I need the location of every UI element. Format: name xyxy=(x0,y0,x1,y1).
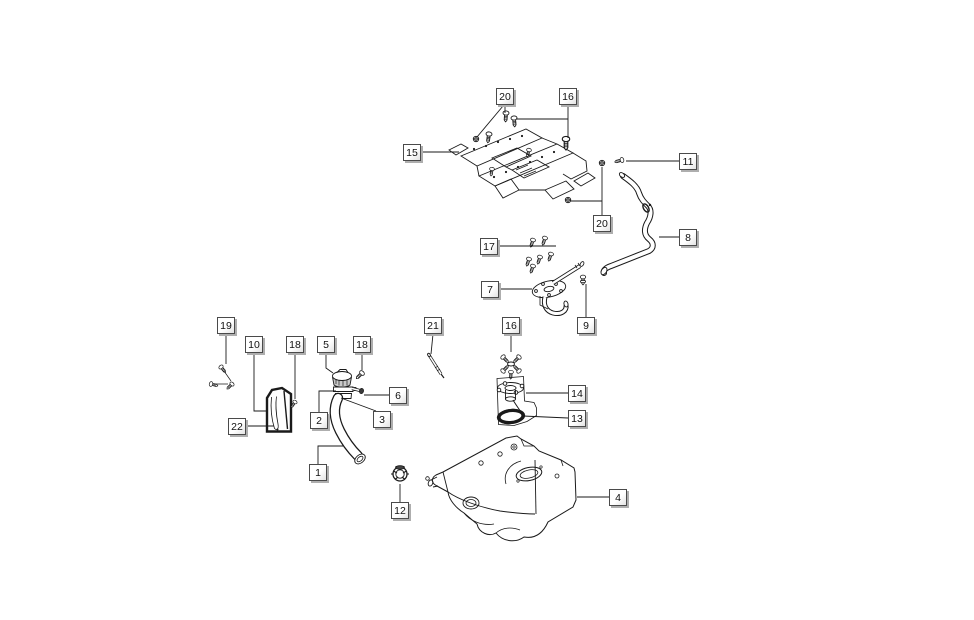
callout-9-8[interactable]: 9 xyxy=(577,317,595,334)
callout-20-21[interactable]: 20 xyxy=(496,88,514,105)
callout-10-9[interactable]: 10 xyxy=(245,336,263,353)
callout-1-0[interactable]: 1 xyxy=(309,464,327,481)
callout-5-4[interactable]: 5 xyxy=(317,336,335,353)
leader-line-21 xyxy=(430,333,434,355)
callout-8-7[interactable]: 8 xyxy=(679,229,697,246)
part-21-stud xyxy=(427,352,445,379)
callout-16-15[interactable]: 16 xyxy=(559,88,577,105)
part-10-flap xyxy=(265,386,293,433)
callout-6-5[interactable]: 6 xyxy=(389,387,407,404)
part-4-fuel-tank xyxy=(425,435,577,542)
leader-line-2 xyxy=(318,390,336,412)
callout-14-13[interactable]: 14 xyxy=(568,385,586,402)
part-6-fitting xyxy=(351,386,364,394)
part-1-filler-hose xyxy=(329,392,366,465)
part-16-screws-bottom xyxy=(499,353,523,380)
callout-15-14[interactable]: 15 xyxy=(403,144,421,161)
leader-line-13 xyxy=(522,415,569,419)
leader-line-20 xyxy=(476,105,504,138)
callout-17-17[interactable]: 17 xyxy=(480,238,498,255)
callout-11-10[interactable]: 11 xyxy=(679,153,697,170)
part-7-fuel-valve xyxy=(531,261,585,316)
callout-13-12[interactable]: 13 xyxy=(568,410,586,427)
callout-12-11[interactable]: 12 xyxy=(391,502,409,519)
callout-22-24[interactable]: 22 xyxy=(228,418,246,435)
callout-2-1[interactable]: 2 xyxy=(310,412,328,429)
part-15-support-plate xyxy=(448,128,596,200)
callout-21-23[interactable]: 21 xyxy=(424,317,442,334)
callout-19-20[interactable]: 19 xyxy=(217,317,235,334)
leader-line-1 xyxy=(317,445,343,464)
callout-4-3[interactable]: 4 xyxy=(609,489,627,506)
callout-20-22[interactable]: 20 xyxy=(593,215,611,232)
part-12-grommet xyxy=(391,465,409,482)
part-9-screw xyxy=(579,274,587,286)
callout-7-6[interactable]: 7 xyxy=(481,281,499,298)
part-5-fuel-cap xyxy=(332,369,352,388)
part-19-screws xyxy=(208,363,236,392)
leader-line-5 xyxy=(325,353,334,374)
callout-18-19[interactable]: 18 xyxy=(353,336,371,353)
callout-16-16[interactable]: 16 xyxy=(502,317,520,334)
part-13-gasket xyxy=(496,408,526,425)
callout-18-18[interactable]: 18 xyxy=(286,336,304,353)
part-14-fuel-pump xyxy=(496,376,537,426)
leader-line-10 xyxy=(253,353,267,412)
callout-3-2[interactable]: 3 xyxy=(373,411,391,428)
leader-line-3 xyxy=(340,397,377,412)
part-8-hose xyxy=(600,172,656,276)
